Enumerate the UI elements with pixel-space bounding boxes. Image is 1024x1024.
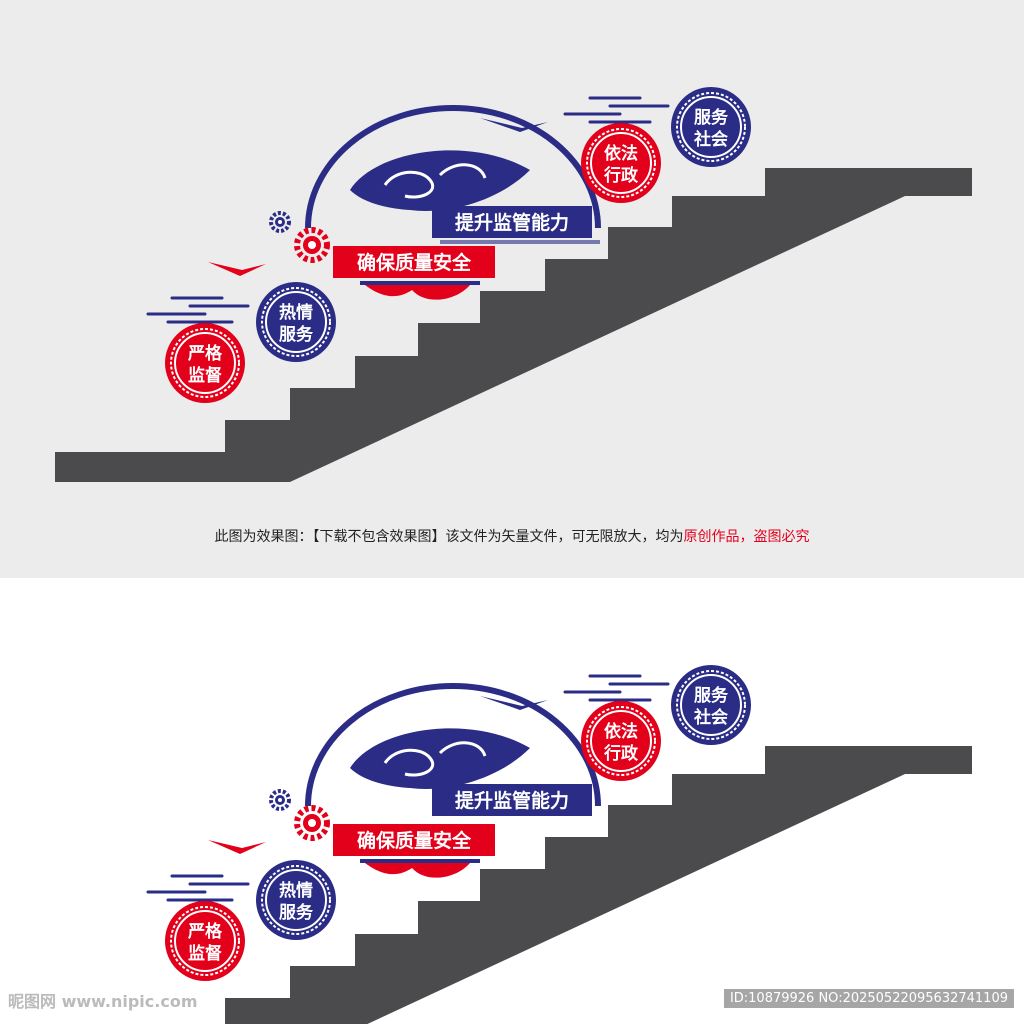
banner-red-text: 确保质量安全 (357, 251, 472, 274)
staircase-shape (55, 168, 972, 482)
svg-text:监督: 监督 (188, 943, 222, 964)
caption-warning: 原创作品，盗图必究 (683, 529, 810, 545)
bird-icon (208, 840, 266, 854)
bird-icon (480, 118, 548, 132)
mockup-panel: 提升监管能力 确保质量安全 (0, 0, 1024, 578)
banner-blue-text: 提升监管能力 (455, 211, 569, 234)
cloud-line-icon (563, 674, 670, 702)
medallion-strict: 严格 监督 (165, 901, 245, 981)
svg-text:行政: 行政 (603, 743, 639, 764)
svg-text:依法: 依法 (604, 143, 638, 164)
watermark-site: 昵图网 www.nipic.com (8, 992, 198, 1011)
svg-text:服务: 服务 (279, 324, 314, 345)
caption-text: 此图为效果图：【下载不包含效果图】该文件为矢量文件，可无限放大，均为 (214, 529, 684, 545)
svg-text:依法: 依法 (604, 721, 638, 742)
medallion-serve: 服务 社会 (671, 665, 751, 745)
svg-text:热情: 热情 (279, 880, 313, 901)
bird-icon (480, 696, 548, 710)
banner-red: 确保质量安全 (333, 824, 495, 856)
banner-blue-text: 提升监管能力 (455, 789, 569, 812)
caption: 此图为效果图：【下载不包含效果图】该文件为矢量文件，可无限放大，均为原创作品，盗… (0, 526, 1024, 546)
banner-blue: 提升监管能力 (432, 784, 592, 816)
gear-icon (294, 805, 330, 841)
svg-text:社会: 社会 (693, 129, 728, 150)
banner-blue: 提升监管能力 (432, 206, 600, 244)
design-panel: 提升监管能力 确保质量安全 (0, 578, 1024, 1024)
svg-text:服务: 服务 (694, 685, 729, 706)
watermark-id: ID:10879926 NO:20250522095632741109 (723, 989, 1014, 1008)
globe-icon (305, 683, 601, 878)
gear-icon (269, 211, 291, 233)
staircase-shape (225, 746, 972, 1024)
medallion-strict: 严格 监督 (165, 323, 245, 403)
medallion-warm: 热情 服务 (256, 282, 336, 362)
svg-text:社会: 社会 (693, 707, 728, 728)
cloud-line-icon (563, 96, 670, 124)
svg-text:热情: 热情 (279, 302, 313, 323)
globe-icon (305, 105, 601, 300)
banner-red: 确保质量安全 (333, 246, 495, 278)
cloud-line-icon (146, 296, 250, 324)
medallion-law: 依法 行政 (581, 701, 661, 781)
gear-icon (294, 227, 330, 263)
staircase-scene-bottom: 提升监管能力 确保质量安全 (146, 665, 972, 1024)
svg-text:监督: 监督 (188, 365, 222, 386)
svg-text:服务: 服务 (279, 902, 314, 923)
banner-red-text: 确保质量安全 (357, 829, 472, 852)
medallion-warm: 热情 服务 (256, 860, 336, 940)
staircase-scene-top: 提升监管能力 确保质量安全 (55, 87, 972, 482)
svg-text:严格: 严格 (188, 921, 223, 942)
cloud-line-icon (146, 874, 250, 902)
bird-icon (208, 262, 266, 276)
medallion-serve: 服务 社会 (671, 87, 751, 167)
svg-text:行政: 行政 (603, 165, 639, 186)
svg-text:服务: 服务 (694, 107, 729, 128)
medallion-law: 依法 行政 (581, 123, 661, 203)
gear-icon (269, 789, 291, 811)
svg-text:严格: 严格 (188, 343, 223, 364)
